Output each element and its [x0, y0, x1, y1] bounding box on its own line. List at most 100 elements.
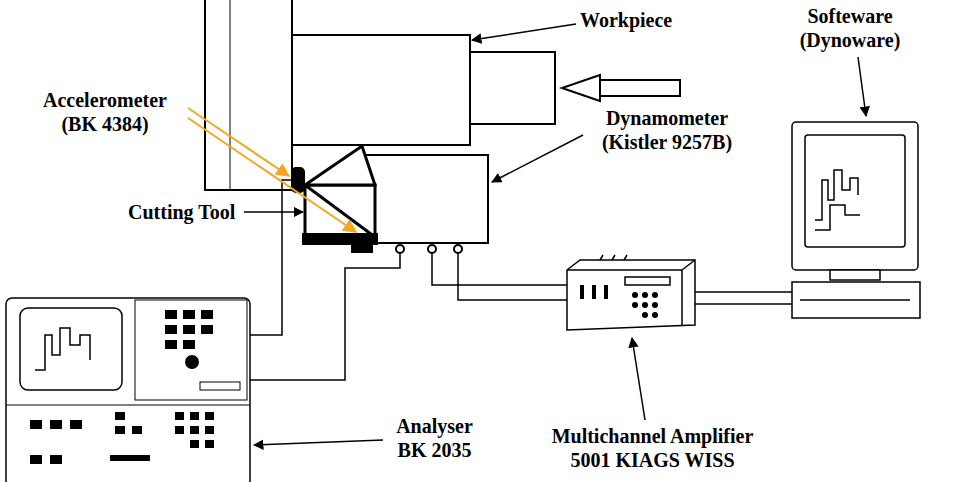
key [190, 412, 199, 420]
key [201, 325, 213, 334]
leader-arrow [244, 211, 303, 213]
key [190, 440, 199, 448]
connector [454, 245, 462, 253]
wire [250, 253, 400, 380]
base-unit [792, 282, 920, 318]
panel-edge [6, 405, 250, 406]
connector [428, 245, 436, 253]
slider [604, 285, 608, 299]
dynamometer-box [362, 155, 488, 243]
part-label: Accelerometer (BK 4384) [30, 88, 180, 136]
leader-arrow [254, 440, 383, 445]
key [115, 426, 125, 434]
tick [612, 255, 615, 260]
workpiece-step [470, 52, 555, 124]
key [183, 310, 195, 319]
key [205, 440, 214, 448]
part-label: Analyser BK 2035 [387, 414, 482, 462]
part-label: Softeware (Dynoware) [785, 4, 915, 52]
amplifier [567, 255, 695, 330]
key [183, 325, 195, 334]
leader-arrow [632, 338, 645, 420]
slider [580, 285, 584, 299]
key [175, 426, 184, 434]
display [625, 277, 670, 285]
wire [695, 291, 792, 293]
panel [135, 300, 247, 400]
key [70, 420, 82, 429]
key [50, 455, 62, 464]
key [165, 310, 177, 319]
slider [592, 285, 596, 299]
key [115, 412, 125, 420]
wire [458, 253, 567, 300]
screen [805, 135, 905, 247]
amplifier-edge [681, 270, 683, 326]
part-label: Multichannel Amplifier 5001 KIAGS WISS [540, 424, 765, 472]
key [205, 412, 214, 420]
workpiece-body [292, 35, 470, 145]
analyser [6, 298, 250, 482]
leader-arrow [472, 24, 576, 40]
accelerometer [292, 168, 304, 192]
signal-plot [815, 205, 860, 230]
screen [20, 308, 122, 390]
button [652, 312, 658, 318]
button [632, 292, 638, 298]
key [201, 310, 213, 319]
slot [800, 299, 910, 301]
signal-plot [815, 170, 858, 220]
button [632, 302, 638, 308]
tailstock-quill [600, 80, 680, 96]
leader-arrow [188, 108, 289, 176]
knob [185, 355, 199, 369]
signal-plot [35, 328, 90, 370]
headstock [205, 0, 292, 190]
key [165, 340, 177, 349]
key [183, 340, 195, 349]
key [190, 426, 199, 434]
key [132, 426, 142, 434]
tool-shank [305, 185, 375, 237]
key [110, 455, 150, 461]
wires [250, 180, 792, 380]
amplifier-edge [567, 269, 682, 271]
button [642, 312, 648, 318]
computer [792, 122, 920, 318]
leaders [188, 24, 866, 445]
key [205, 426, 214, 434]
tool-sensor [352, 244, 372, 252]
button [642, 292, 648, 298]
tool-edge [305, 185, 375, 237]
monitor [792, 122, 918, 270]
stand [830, 270, 880, 280]
key [165, 325, 177, 334]
button [652, 292, 658, 298]
key [30, 420, 42, 429]
button [652, 302, 658, 308]
amplifier-box [567, 260, 695, 330]
part-label: Cutting Tool [128, 200, 235, 224]
tick [600, 255, 603, 260]
amplifier-edge [682, 260, 695, 270]
wire [250, 180, 292, 335]
tick [624, 255, 627, 260]
tailstock-centre [562, 75, 600, 101]
slot [200, 382, 240, 390]
part-label: Dynamometer (Kistler 9257B) [587, 106, 747, 154]
leader-arrow [492, 135, 583, 182]
key [30, 455, 42, 464]
tool-insert [305, 146, 375, 185]
wire [432, 253, 567, 285]
wire [695, 303, 792, 305]
tool-base [303, 234, 377, 244]
part-label: Workpiece [580, 8, 672, 32]
key [175, 412, 184, 420]
button [642, 302, 648, 308]
connector [396, 245, 404, 253]
analyser-box [6, 298, 250, 482]
headstock-edge [230, 0, 231, 190]
